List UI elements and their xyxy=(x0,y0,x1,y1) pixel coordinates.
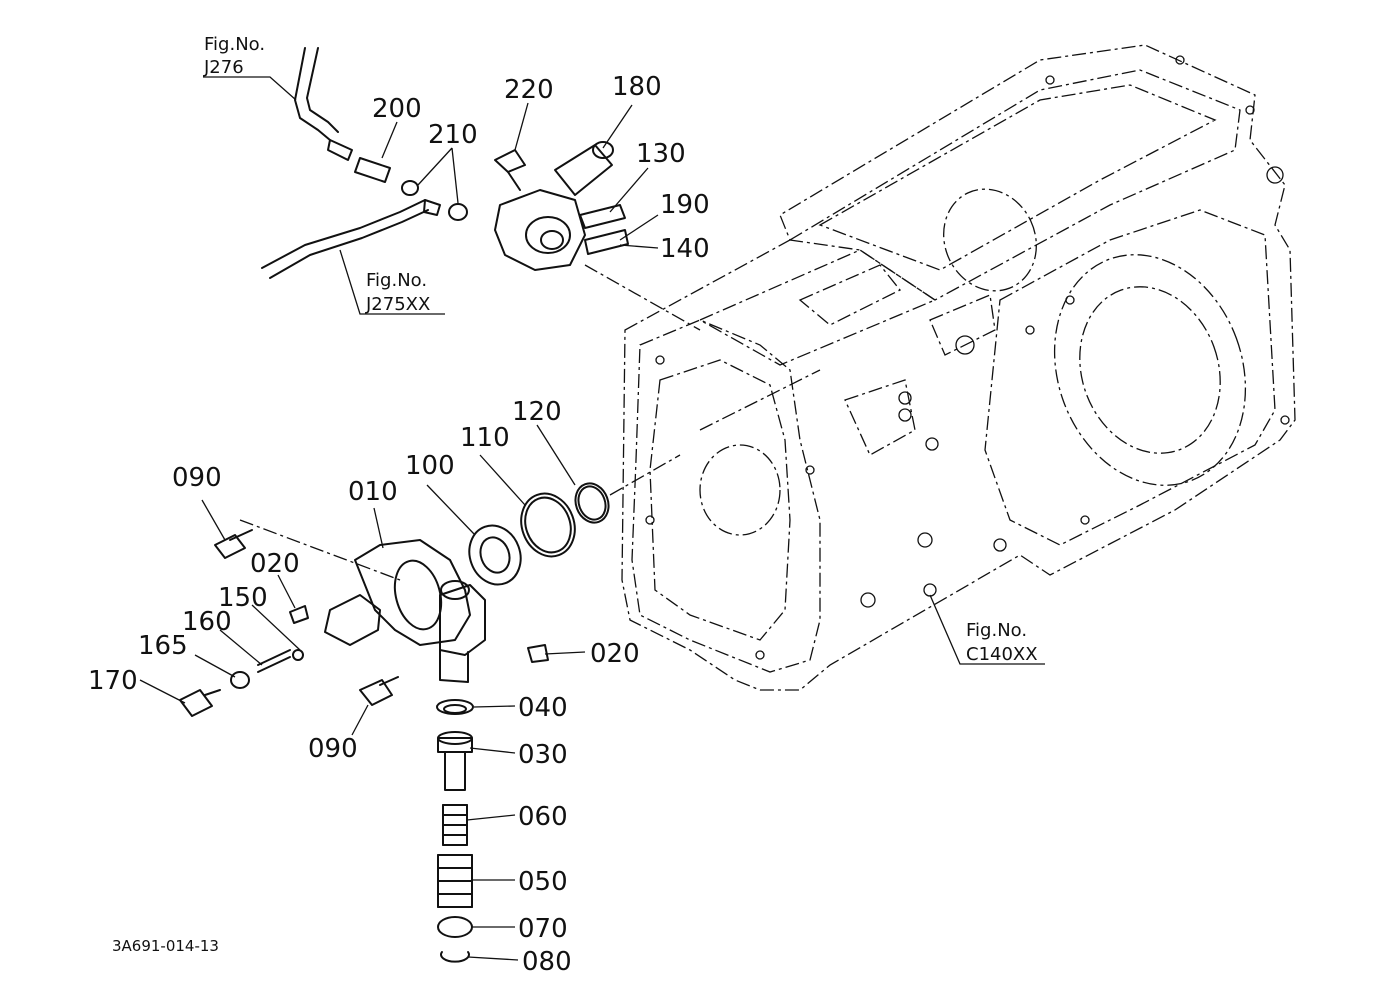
label-130: 130 xyxy=(636,139,686,169)
fig-ref-caption: Fig.No. xyxy=(366,270,427,291)
fig-ref-number: J276 xyxy=(203,57,244,78)
piston-stack xyxy=(436,699,474,963)
label-180: 180 xyxy=(612,72,662,102)
label-050: 050 xyxy=(518,867,568,897)
label-140: 140 xyxy=(660,234,710,264)
bolts-and-plugs xyxy=(179,529,549,717)
drawing-code: 3A691-014-13 xyxy=(112,937,219,955)
part-labels: 010 020 020 030 040 050 060 070 080 090 … xyxy=(88,72,710,977)
label-210: 210 xyxy=(428,120,478,150)
label-200: 200 xyxy=(372,94,422,124)
label-020-right: 020 xyxy=(590,639,640,669)
housing-010 xyxy=(324,539,486,683)
valve-assembly xyxy=(494,141,629,271)
fittings xyxy=(327,139,468,221)
fig-ref-number: C140XX xyxy=(966,644,1038,665)
label-165: 165 xyxy=(138,631,188,661)
label-190: 190 xyxy=(660,190,710,220)
figure-reference-c140xx: Fig.No. C140XX xyxy=(966,620,1038,665)
seals-and-bearing xyxy=(468,482,610,586)
label-090-bottom: 090 xyxy=(308,734,358,764)
label-150: 150 xyxy=(218,583,268,613)
transmission-case xyxy=(621,44,1296,691)
figure-reference-j276: Fig.No. J276 xyxy=(203,34,265,78)
fig-ref-caption: Fig.No. xyxy=(966,620,1027,641)
label-100: 100 xyxy=(405,451,455,481)
fig-ref-number: J275XX xyxy=(365,294,430,315)
label-160: 160 xyxy=(182,607,232,637)
label-030: 030 xyxy=(518,740,568,770)
leader-lines xyxy=(139,76,1045,961)
label-170: 170 xyxy=(88,666,138,696)
label-020-left: 020 xyxy=(250,549,300,579)
label-040: 040 xyxy=(518,693,568,723)
label-080: 080 xyxy=(522,947,572,977)
label-010: 010 xyxy=(348,477,398,507)
fig-ref-caption: Fig.No. xyxy=(204,34,265,55)
label-220: 220 xyxy=(504,75,554,105)
label-070: 070 xyxy=(518,914,568,944)
label-060: 060 xyxy=(518,802,568,832)
centerlines xyxy=(239,264,821,581)
label-110: 110 xyxy=(460,423,510,453)
label-120: 120 xyxy=(512,397,562,427)
label-090-top: 090 xyxy=(172,463,222,493)
hydraulic-pipes xyxy=(261,47,429,279)
figure-reference-j275xx: Fig.No. J275XX xyxy=(365,270,430,315)
